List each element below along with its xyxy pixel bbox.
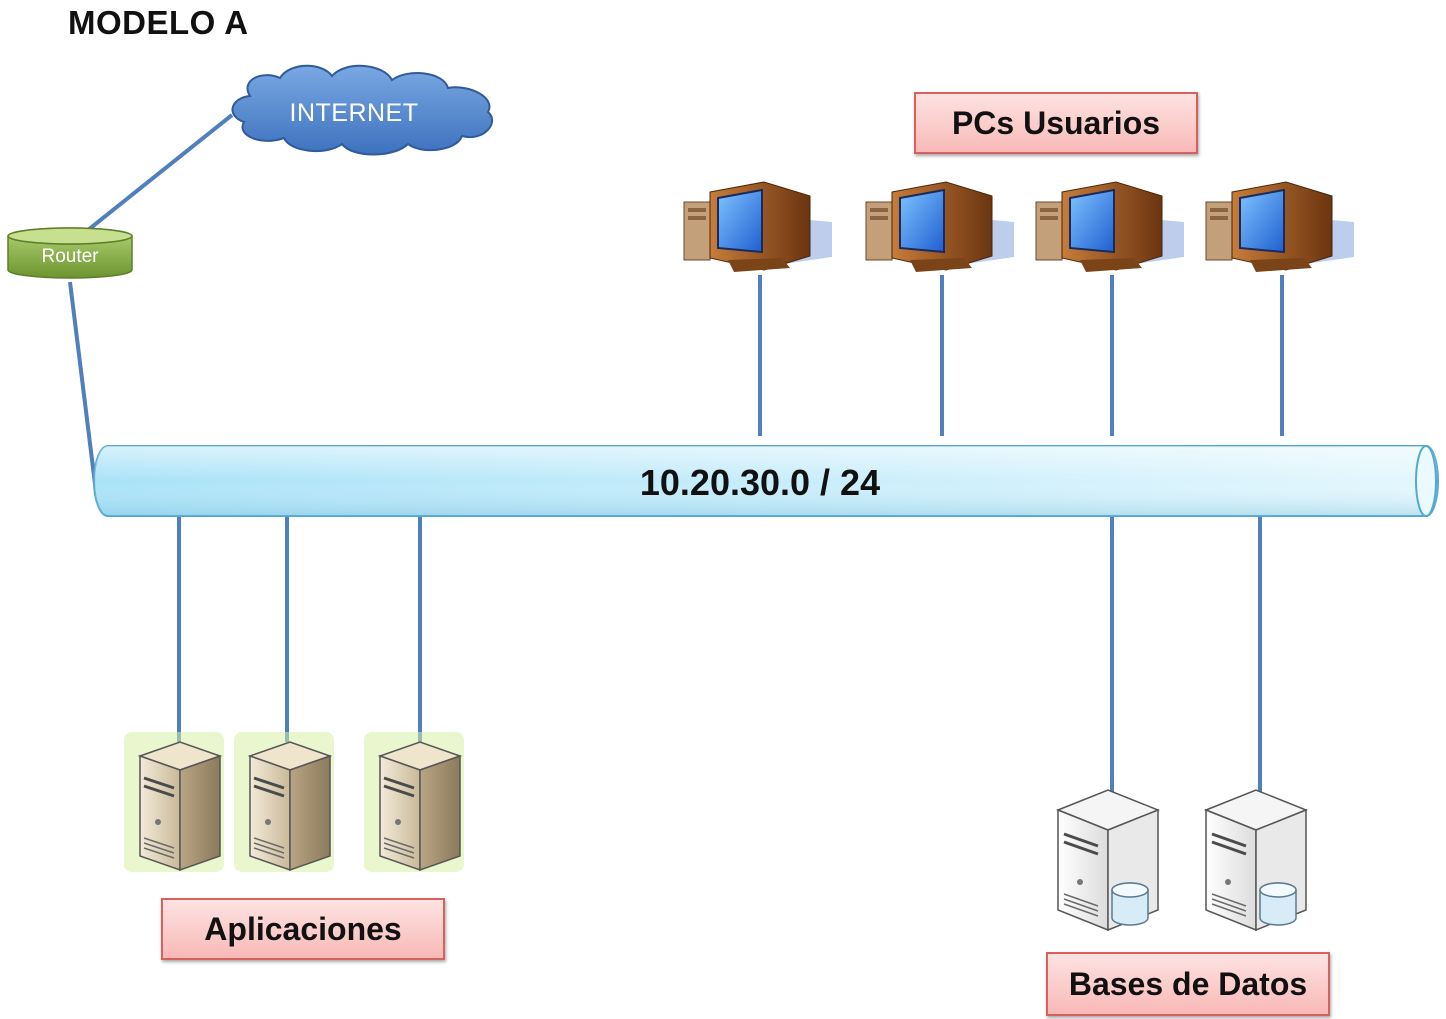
network-bus: 10.20.30.0 / 24: [93, 445, 1439, 517]
links: [68, 113, 1284, 796]
cloud-icon: INTERNET: [231, 64, 494, 156]
desktop-computer-icon: [1035, 181, 1185, 273]
pc-group: [683, 181, 1355, 273]
database-server-icon: [1056, 788, 1160, 932]
desktop-computer-icon: [1205, 181, 1355, 273]
diagram-title: MODELO A: [68, 4, 249, 41]
link-cloud-router: [76, 113, 234, 240]
desktop-computer-icon: [865, 181, 1015, 273]
server-tower-icon: [232, 730, 336, 874]
link-router-bus: [68, 281, 98, 493]
server-tower-icon: [362, 730, 466, 874]
db-server-group: [1056, 788, 1308, 932]
database-server-icon: [1204, 788, 1308, 932]
pcs-group-label: PCs Usuarios: [914, 92, 1198, 154]
cloud-label: INTERNET: [290, 99, 419, 127]
dbs-group-label: Bases de Datos: [1046, 952, 1330, 1016]
apps-group-label: Aplicaciones: [161, 898, 445, 960]
router-icon: Router: [7, 227, 133, 279]
app-server-group: [122, 730, 466, 874]
network-label: 10.20.30.0 / 24: [640, 462, 880, 503]
server-tower-icon: [122, 730, 226, 874]
router-label: Router: [41, 246, 99, 267]
desktop-computer-icon: [683, 181, 833, 273]
